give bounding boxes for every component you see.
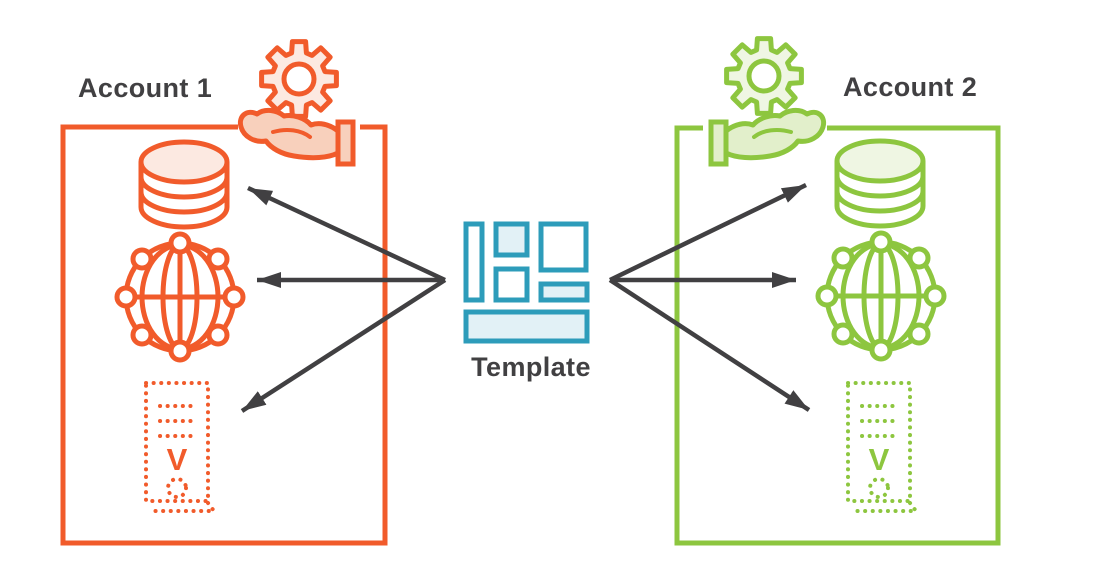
account2-network-globe-icon	[818, 233, 944, 359]
account1-vm-letter: V	[167, 442, 188, 477]
account1-virtual-machine-icon: V	[144, 381, 218, 513]
account1-label: Account 1	[78, 73, 213, 103]
account2-boundary-box	[674, 125, 1001, 546]
arrow-to-account2-virtual-machine	[608, 278, 811, 412]
account2-vm-letter: V	[869, 442, 890, 477]
account2-database-icon	[837, 141, 923, 226]
account2-gear-icon	[727, 39, 802, 114]
account1-database-icon	[141, 142, 227, 227]
account1-boundary-box	[60, 124, 388, 546]
arrow-to-account1-database	[247, 185, 446, 283]
arrow-to-account1-virtual-machine	[240, 278, 447, 413]
template-layout-icon	[463, 221, 590, 344]
arrow-to-account2-database	[609, 182, 807, 283]
template-label: Template	[471, 352, 591, 382]
account2-virtual-machine-icon: V	[846, 381, 920, 513]
account1-network-globe-icon	[117, 234, 243, 360]
account2-label: Account 2	[843, 72, 978, 102]
account1-gear-icon	[262, 42, 337, 117]
